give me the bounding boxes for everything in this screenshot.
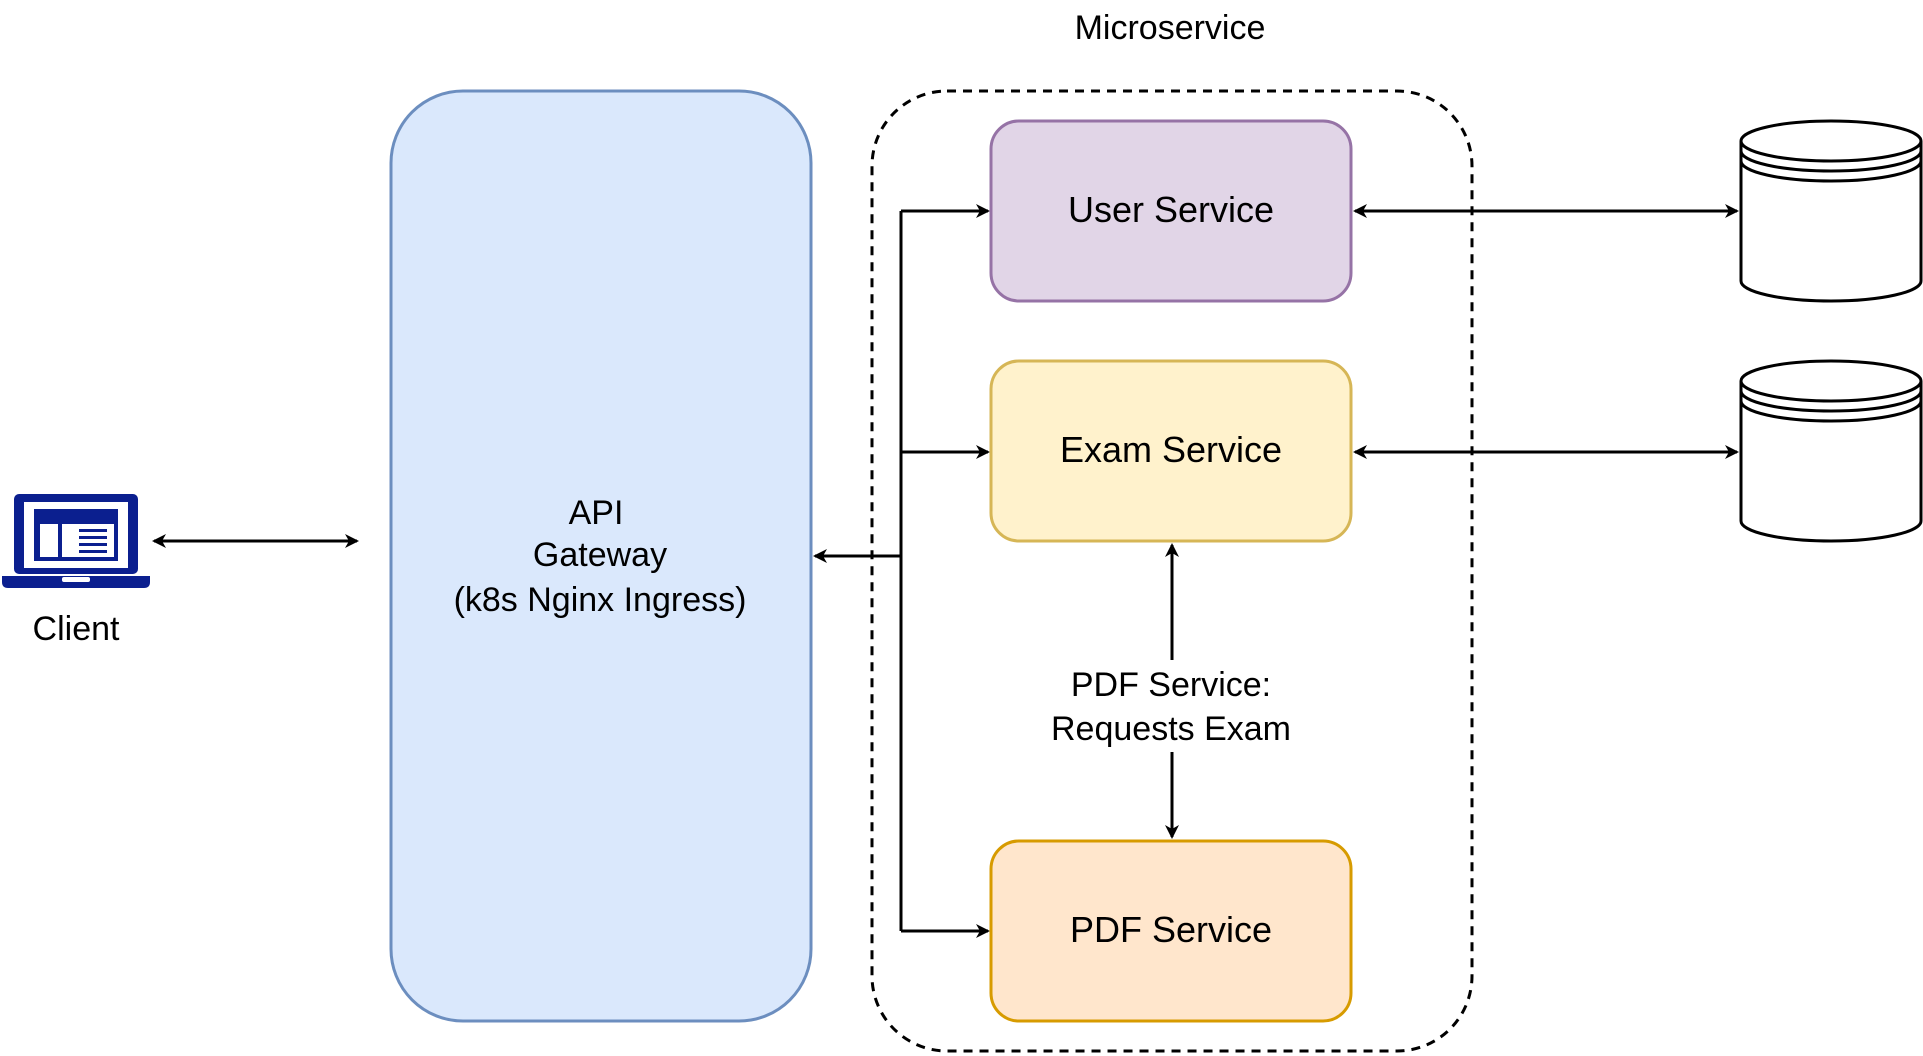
- gateway-service-connectors: [813, 204, 990, 938]
- pdf-exam-edge-label-line-2: Requests Exam: [1051, 710, 1291, 748]
- api-gateway-box[interactable]: [389, 89, 813, 1023]
- exam-service-label: Exam Service: [1060, 429, 1282, 470]
- pdf-service-box[interactable]: [989, 839, 1353, 1023]
- gateway-label-line-2: Gateway: [533, 536, 667, 574]
- microservice-title: Microservice: [1075, 9, 1266, 47]
- client-label: Client: [33, 610, 120, 648]
- laptop-icon: [2, 494, 150, 588]
- database-icon: [1739, 359, 1923, 543]
- database-icon: [1739, 119, 1923, 303]
- gateway-label-line-3: (k8s Nginx Ingress): [454, 581, 747, 619]
- pdf-service-label: PDF Service: [1070, 909, 1272, 950]
- pdf-exam-edge-label-line-1: PDF Service:: [1071, 666, 1271, 704]
- exam-service-box[interactable]: [989, 359, 1353, 543]
- microservice-boundary: [870, 89, 1474, 1053]
- gateway-label-line-1: API: [569, 494, 624, 532]
- user-service-label: User Service: [1068, 189, 1274, 230]
- user-service-box[interactable]: [989, 119, 1353, 303]
